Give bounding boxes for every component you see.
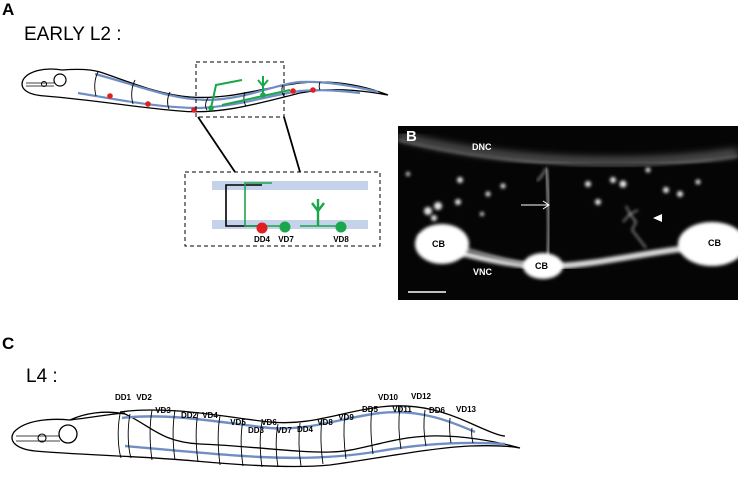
worm-l4: DD1 VD2 VD3 DD2 VD4 VD5 VD6 DD3 VD7 DD4 … [11,392,521,468]
label-vd7: VD7 [278,235,294,244]
inset-ventral-cord [212,220,368,229]
micrograph: B DNC VNC CB CB CB [397,126,738,300]
label-dd6: DD6 [429,406,446,415]
label-dd4: DD4 [254,235,271,244]
vd8-soma [335,221,347,233]
label-dd5: DD5 [362,405,379,414]
label-dd4: DD4 [297,425,314,434]
worm-early-l2 [21,61,389,173]
micrograph-image: B DNC VNC CB CB CB [397,126,738,300]
label-cb-left: CB [432,239,445,249]
label-vd8: VD8 [333,235,349,244]
ventral-nerve-cord-a [77,89,361,110]
label-vd8: VD8 [317,418,333,427]
label-cb-right: CB [708,238,721,248]
label-vd10: VD10 [378,393,399,402]
label-vd13: VD13 [456,405,477,414]
label-dd3: DD3 [248,426,265,435]
pharynx-small [37,433,47,443]
inset-zoom: DD4 VD7 VD8 [184,171,381,247]
label-vd4: VD4 [202,411,218,420]
pharynx-small [41,81,47,87]
label-vd6: VD6 [261,418,277,427]
dorsal-nerve-cord-a [94,72,379,102]
panel-a-letter: A [2,0,15,19]
panel-b-letter: B [406,128,417,145]
zoom-region-box [195,61,285,118]
vd7-soma [279,221,291,233]
worm-outline [11,411,521,468]
label-vd9: VD9 [338,413,354,422]
label-vd2: VD2 [136,393,152,402]
label-dd2: DD2 [181,411,198,420]
label-vd5: VD5 [230,418,246,427]
dorsal-nerve-cord-c [121,411,476,434]
label-dd1: DD1 [115,393,132,402]
inset-dorsal-cord [212,181,368,190]
label-cb-middle: CB [535,261,548,271]
arrowhead-icon [653,214,662,222]
label-vd3: VD3 [155,406,171,415]
label-vd7: VD7 [276,426,292,435]
pharynx-bulb [58,424,78,444]
panel-c-stage-label: L4 : [26,366,58,387]
arrow-icon [521,200,550,210]
panel-c-letter: C [2,334,15,353]
label-vd12: VD12 [411,392,432,401]
dd4-soma [256,222,268,234]
ventral-nerve-cord-c [124,441,506,460]
label-vd11: VD11 [392,405,412,414]
label-dnc: DNC [472,142,492,152]
label-vnc: VNC [473,267,493,277]
panel-a-stage-label: EARLY L2 : [24,24,122,45]
pharynx-bulb [53,73,67,87]
